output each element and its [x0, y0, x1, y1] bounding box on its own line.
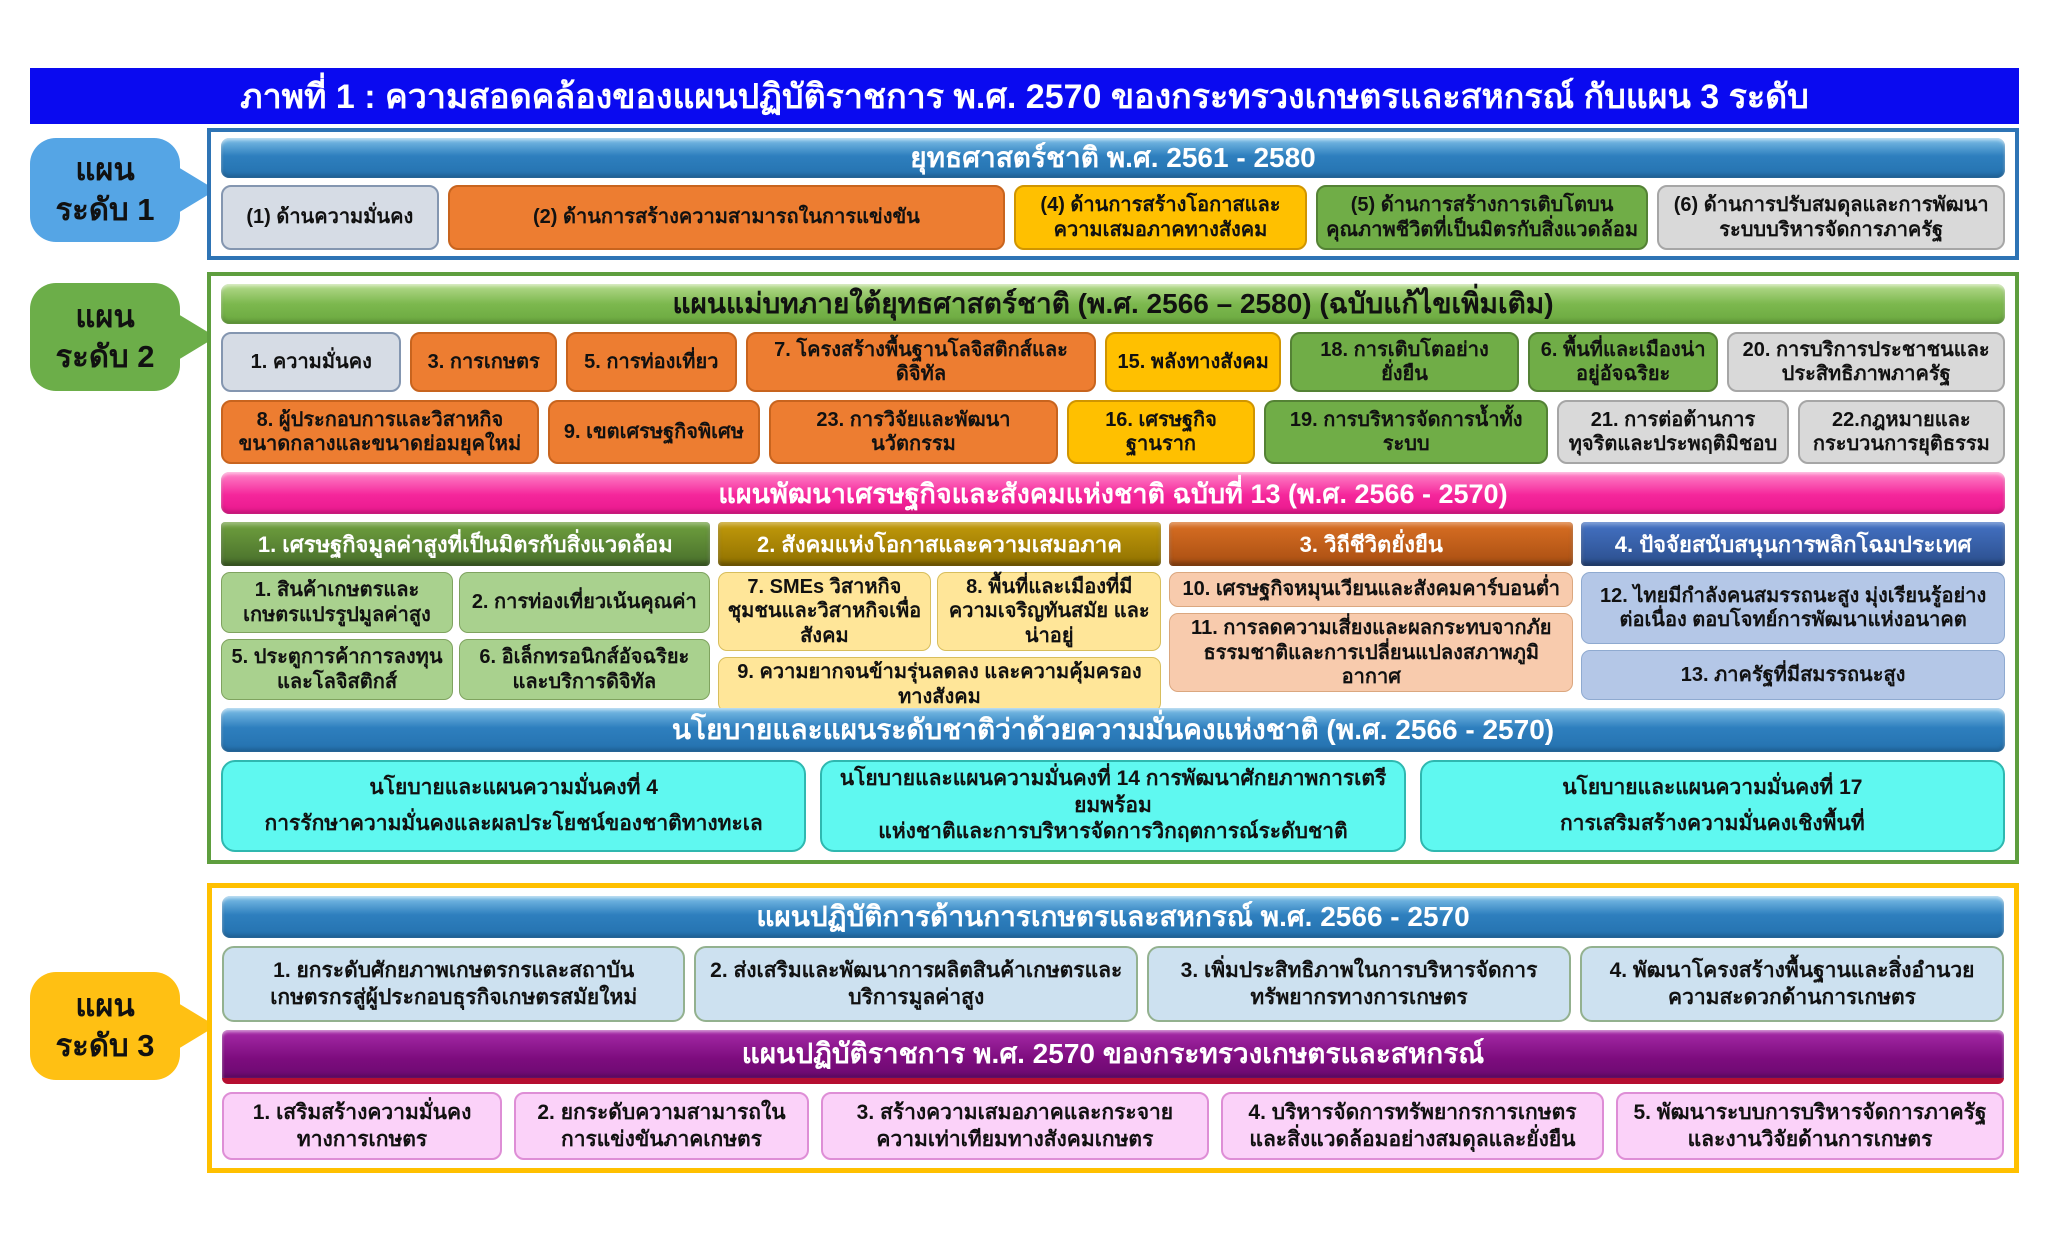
side-label-line2: ระดับ 2: [55, 339, 155, 374]
master-plan-item: 1. ความมั่นคง: [221, 332, 402, 392]
side-label-level-2: แผน ระดับ 2: [30, 283, 180, 391]
nesdp-item: 10. เศรษฐกิจหมุนเวียนและสังคมคาร์บอนต่ำ: [1169, 572, 1574, 608]
strategy-item: (6) ด้านการปรับสมดุลและการพัฒนาระบบบริหา…: [1657, 185, 2005, 250]
gov-plan-item: 1. เสริมสร้างความมั่นคงทางการเกษตร: [222, 1092, 503, 1160]
nesdp-item: 6. อิเล็กทรอนิกส์อัจฉริยะและบริการดิจิทั…: [459, 639, 710, 700]
master-plan-row1: 1. ความมั่นคง 3. การเกษตร 5. การท่องเที่…: [221, 332, 2005, 392]
strategy-item: (2) ด้านการสร้างความสามารถในการแข่งขัน: [447, 185, 1006, 250]
agri-action-plan-header: แผนปฏิบัติการด้านการเกษตรและสหกรณ์ พ.ศ. …: [222, 896, 2004, 938]
action-plan-item: 1. ยกระดับศักยภาพเกษตรกรและสถาบันเกษตรกร…: [222, 946, 686, 1022]
page-title: ภาพที่ 1 : ความสอดคล้องของแผนปฏิบัติราชก…: [30, 68, 2019, 124]
master-plan-item: 7. โครงสร้างพื้นฐานโลจิสติกส์และดิจิทัล: [745, 332, 1097, 392]
master-plan-item: 19. การบริหารจัดการน้ำทั้งระบบ: [1264, 400, 1549, 464]
strategy-item: (4) ด้านการสร้างโอกาสและความเสมอภาคทางสั…: [1014, 185, 1307, 250]
level1-container: ยุทธศาสตร์ชาติ พ.ศ. 2561 - 2580 (1) ด้าน…: [207, 128, 2019, 260]
gov-action-plan-header: แผนปฏิบัติราชการ พ.ศ. 2570 ของกระทรวงเกษ…: [222, 1030, 2004, 1084]
action-plan-item: 4. พัฒนาโครงสร้างพื้นฐานและสิ่งอำนวยความ…: [1580, 946, 2004, 1022]
nesdp-column-2: 2. สังคมแห่งโอกาสและความเสมอภาค 7. SMEs …: [717, 522, 1162, 712]
security-item-title: นโยบายและแผนความมั่นคงที่ 14 การพัฒนาศัก…: [839, 767, 1387, 817]
nesdp-column-items: 1. สินค้าเกษตรและเกษตรแปรรูปมูลค่าสูง 2.…: [221, 572, 710, 700]
strategy-item: (1) ด้านความมั่นคง: [221, 185, 439, 250]
side-label-line1: แผน: [75, 298, 135, 334]
master-plan-item: 6. พื้นที่และเมืองน่าอยู่อัจฉริยะ: [1528, 332, 1719, 392]
nesdp-item: 12. ไทยมีกำลังคนสมรรถนะสูง มุ่งเรียนรู้อ…: [1581, 572, 2005, 644]
security-item-title: นโยบายและแผนความมั่นคงที่ 17: [1562, 776, 1863, 800]
nesdp-item: 11. การลดความเสี่ยงและผลกระทบจากภัยธรรมช…: [1169, 613, 1574, 693]
security-policy-header: นโยบายและแผนระดับชาติว่าด้วยความมั่นคงแห…: [221, 708, 2005, 752]
security-item-subtitle: การเสริมสร้างความมั่นคงเชิงพื้นที่: [1559, 811, 1865, 835]
security-policy-items: นโยบายและแผนความมั่นคงที่ 4 การรักษาความ…: [221, 760, 2005, 852]
nesdp-column-items: 10. เศรษฐกิจหมุนเวียนและสังคมคาร์บอนต่ำ …: [1169, 572, 1574, 700]
master-plan-item: 16. เศรษฐกิจฐานราก: [1066, 400, 1256, 464]
strategy-item: (5) ด้านการสร้างการเติบโตบนคุณภาพชีวิตที…: [1315, 185, 1649, 250]
nesdp-column-header: 2. สังคมแห่งโอกาสและความเสมอภาค: [717, 522, 1162, 566]
side-label-level-1: แผน ระดับ 1: [30, 138, 180, 242]
nesdp-header: แผนพัฒนาเศรษฐกิจและสังคมแห่งชาติ ฉบับที่…: [221, 472, 2005, 514]
master-plan-header: แผนแม่บทภายใต้ยุทธศาสตร์ชาติ (พ.ศ. 2566 …: [221, 284, 2005, 324]
nesdp-column-3: 3. วิถีชีวิตยั่งยืน 10. เศรษฐกิจหมุนเวีย…: [1169, 522, 1574, 700]
nesdp-column-1: 1. เศรษฐกิจมูลค่าสูงที่เป็นมิตรกับสิ่งแว…: [221, 522, 710, 700]
side-label-line1: แผน: [75, 151, 135, 187]
national-strategy-header: ยุทธศาสตร์ชาติ พ.ศ. 2561 - 2580: [221, 138, 2005, 178]
side-label-line2: ระดับ 1: [55, 192, 155, 227]
side-label-line2: ระดับ 3: [55, 1028, 155, 1063]
master-plan-item: 21. การต่อต้านการทุจริตและประพฤติมิชอบ: [1557, 400, 1789, 464]
gov-plan-item: 5. พัฒนาระบบการบริหารจัดการภาครัฐและงานว…: [1616, 1092, 2005, 1160]
nesdp-column-items: 7. SMEs วิสาหกิจชุมชนและวิสาหกิจเพื่อสัง…: [717, 572, 1162, 712]
gov-plan-item: 4. บริหารจัดการทรัพยากรการเกษตรและสิ่งแว…: [1220, 1092, 1604, 1160]
level2-container: แผนแม่บทภายใต้ยุทธศาสตร์ชาติ (พ.ศ. 2566 …: [207, 272, 2019, 864]
security-policy-item: นโยบายและแผนความมั่นคงที่ 17 การเสริมสร้…: [1419, 760, 2005, 852]
security-policy-item: นโยบายและแผนความมั่นคงที่ 4 การรักษาความ…: [221, 760, 807, 852]
nesdp-columns: 1. เศรษฐกิจมูลค่าสูงที่เป็นมิตรกับสิ่งแว…: [221, 522, 2005, 712]
security-item-subtitle: แห่งชาติและการบริหารจัดการวิกฤตการณ์ระดั…: [878, 820, 1348, 844]
nesdp-column-header: 1. เศรษฐกิจมูลค่าสูงที่เป็นมิตรกับสิ่งแว…: [221, 522, 710, 566]
master-plan-item: 22.กฎหมายและกระบวนการยุติธรรม: [1797, 400, 2005, 464]
nesdp-item: 1. สินค้าเกษตรและเกษตรแปรรูปมูลค่าสูง: [221, 572, 454, 633]
security-item-subtitle: การรักษาความมั่นคงและผลประโยชน์ของชาติทา…: [264, 811, 763, 835]
gov-plan-item: 3. สร้างความเสมอภาคและกระจายความเท่าเทีย…: [820, 1092, 1209, 1160]
master-plan-row2: 8. ผู้ประกอบการและวิสาหกิจขนาดกลางและขนา…: [221, 400, 2005, 464]
nesdp-column-header: 4. ปัจจัยสนับสนุนการพลิกโฉมประเทศ: [1581, 522, 2005, 566]
side-label-level-3: แผน ระดับ 3: [30, 972, 180, 1080]
nesdp-column-items: 12. ไทยมีกำลังคนสมรรถนะสูง มุ่งเรียนรู้อ…: [1581, 572, 2005, 700]
nesdp-item: 9. ความยากจนข้ามรุ่นลดลง และความคุ้มครอง…: [717, 657, 1162, 712]
master-plan-item: 5. การท่องเที่ยว: [565, 332, 737, 392]
security-item-title: นโยบายและแผนความมั่นคงที่ 4: [369, 776, 658, 800]
master-plan-item: 18. การเติบโตอย่างยั่งยืน: [1289, 332, 1520, 392]
action-plan-item: 3. เพิ่มประสิทธิภาพในการบริหารจัดการทรัพ…: [1147, 946, 1572, 1022]
nesdp-item: 7. SMEs วิสาหกิจชุมชนและวิสาหกิจเพื่อสัง…: [717, 572, 932, 652]
side-label-line1: แผน: [75, 987, 135, 1023]
nesdp-item: 8. พื้นที่และเมืองที่มีความเจริญทันสมัย …: [937, 572, 1162, 652]
master-plan-item: 3. การเกษตร: [410, 332, 557, 392]
level1-items-row: (1) ด้านความมั่นคง (2) ด้านการสร้างความส…: [221, 185, 2005, 250]
level3-container: แผนปฏิบัติการด้านการเกษตรและสหกรณ์ พ.ศ. …: [207, 883, 2019, 1173]
master-plan-item: 23. การวิจัยและพัฒนานวัตกรรม: [768, 400, 1058, 464]
agri-action-plan-items: 1. ยกระดับศักยภาพเกษตรกรและสถาบันเกษตรกร…: [222, 946, 2004, 1022]
nesdp-item: 2. การท่องเที่ยวเน้นคุณค่า: [459, 572, 710, 633]
action-plan-item: 2. ส่งเสริมและพัฒนาการผลิตสินค้าเกษตรและ…: [694, 946, 1139, 1022]
gov-plan-item: 2. ยกระดับความสามารถในการแข่งขันภาคเกษตร: [514, 1092, 809, 1160]
nesdp-column-header: 3. วิถีชีวิตยั่งยืน: [1169, 522, 1574, 566]
nesdp-item: 13. ภาครัฐที่มีสมรรถนะสูง: [1581, 649, 2005, 700]
nesdp-item: 5. ประตูการค้าการลงทุนและโลจิสติกส์: [221, 639, 454, 700]
security-policy-item: นโยบายและแผนความมั่นคงที่ 14 การพัฒนาศัก…: [820, 760, 1406, 852]
nesdp-column-4: 4. ปัจจัยสนับสนุนการพลิกโฉมประเทศ 12. ไท…: [1581, 522, 2005, 700]
gov-action-plan-items: 1. เสริมสร้างความมั่นคงทางการเกษตร 2. ยก…: [222, 1092, 2005, 1160]
master-plan-item: 15. พลังทางสังคม: [1105, 332, 1281, 392]
master-plan-item: 20. การบริการประชาชนและประสิทธิภาพภาครัฐ: [1727, 332, 2005, 392]
master-plan-item: 8. ผู้ประกอบการและวิสาหกิจขนาดกลางและขนา…: [221, 400, 539, 464]
master-plan-item: 9. เขตเศรษฐกิจพิเศษ: [547, 400, 760, 464]
